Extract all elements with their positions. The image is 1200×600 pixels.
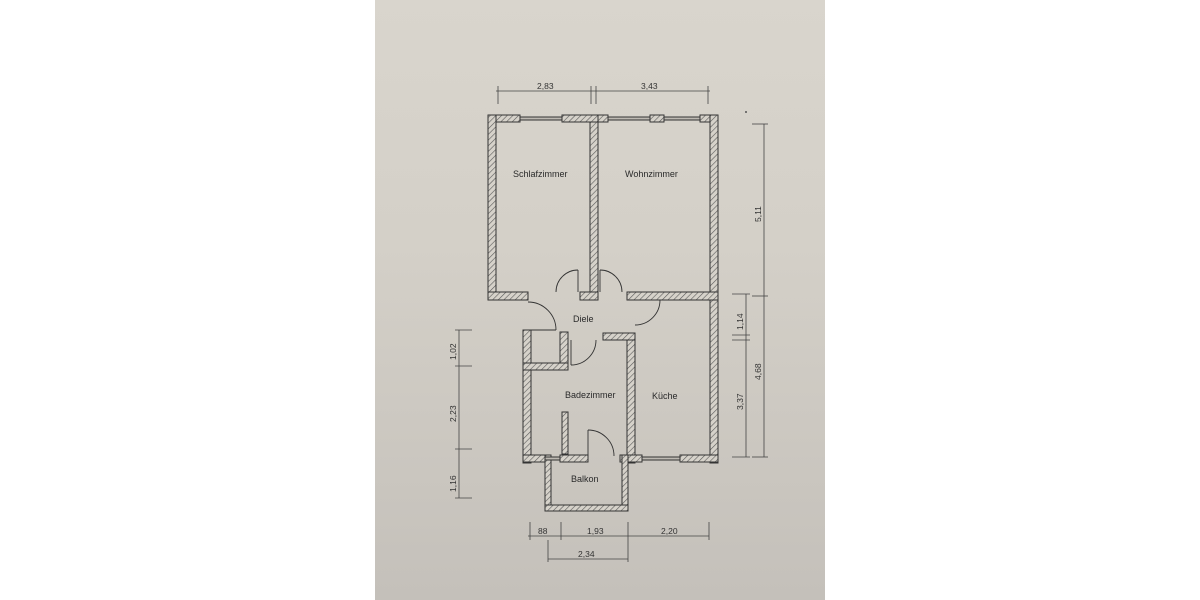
room-label-schlafzimmer: Schlafzimmer [513, 169, 568, 179]
walls [487, 114, 719, 512]
paper-mark [745, 111, 747, 113]
room-label-wohnzimmer: Wohnzimmer [625, 169, 678, 179]
dim-top-wohnzimmer: 3,43 [641, 81, 658, 91]
windows [519, 116, 701, 461]
room-label-kueche: Küche [652, 391, 678, 401]
dim-left-223: 2,23 [448, 405, 458, 422]
dim-top-schlafzimmer: 2,83 [537, 81, 554, 91]
room-label-diele: Diele [573, 314, 594, 324]
dim-right-468: 4,68 [753, 363, 763, 380]
dim-bottom-193: 1,93 [587, 526, 604, 536]
dim-bottom-220: 2,20 [661, 526, 678, 536]
dim-right-337: 3,37 [735, 393, 745, 410]
paper-sheet [375, 0, 825, 600]
room-label-badezimmer: Badezimmer [565, 390, 616, 400]
dim-bottom-234: 2,34 [578, 549, 595, 559]
dim-left-102: 1,02 [448, 343, 458, 360]
dim-left-116: 1,16 [448, 475, 458, 492]
dimension-lines [455, 86, 768, 562]
door-swings [527, 269, 661, 457]
dim-bottom-88: 88 [538, 526, 548, 536]
room-label-balkon: Balkon [571, 474, 599, 484]
dim-right-511: 5,11 [753, 206, 763, 222]
dim-right-114: 1,14 [735, 313, 745, 330]
